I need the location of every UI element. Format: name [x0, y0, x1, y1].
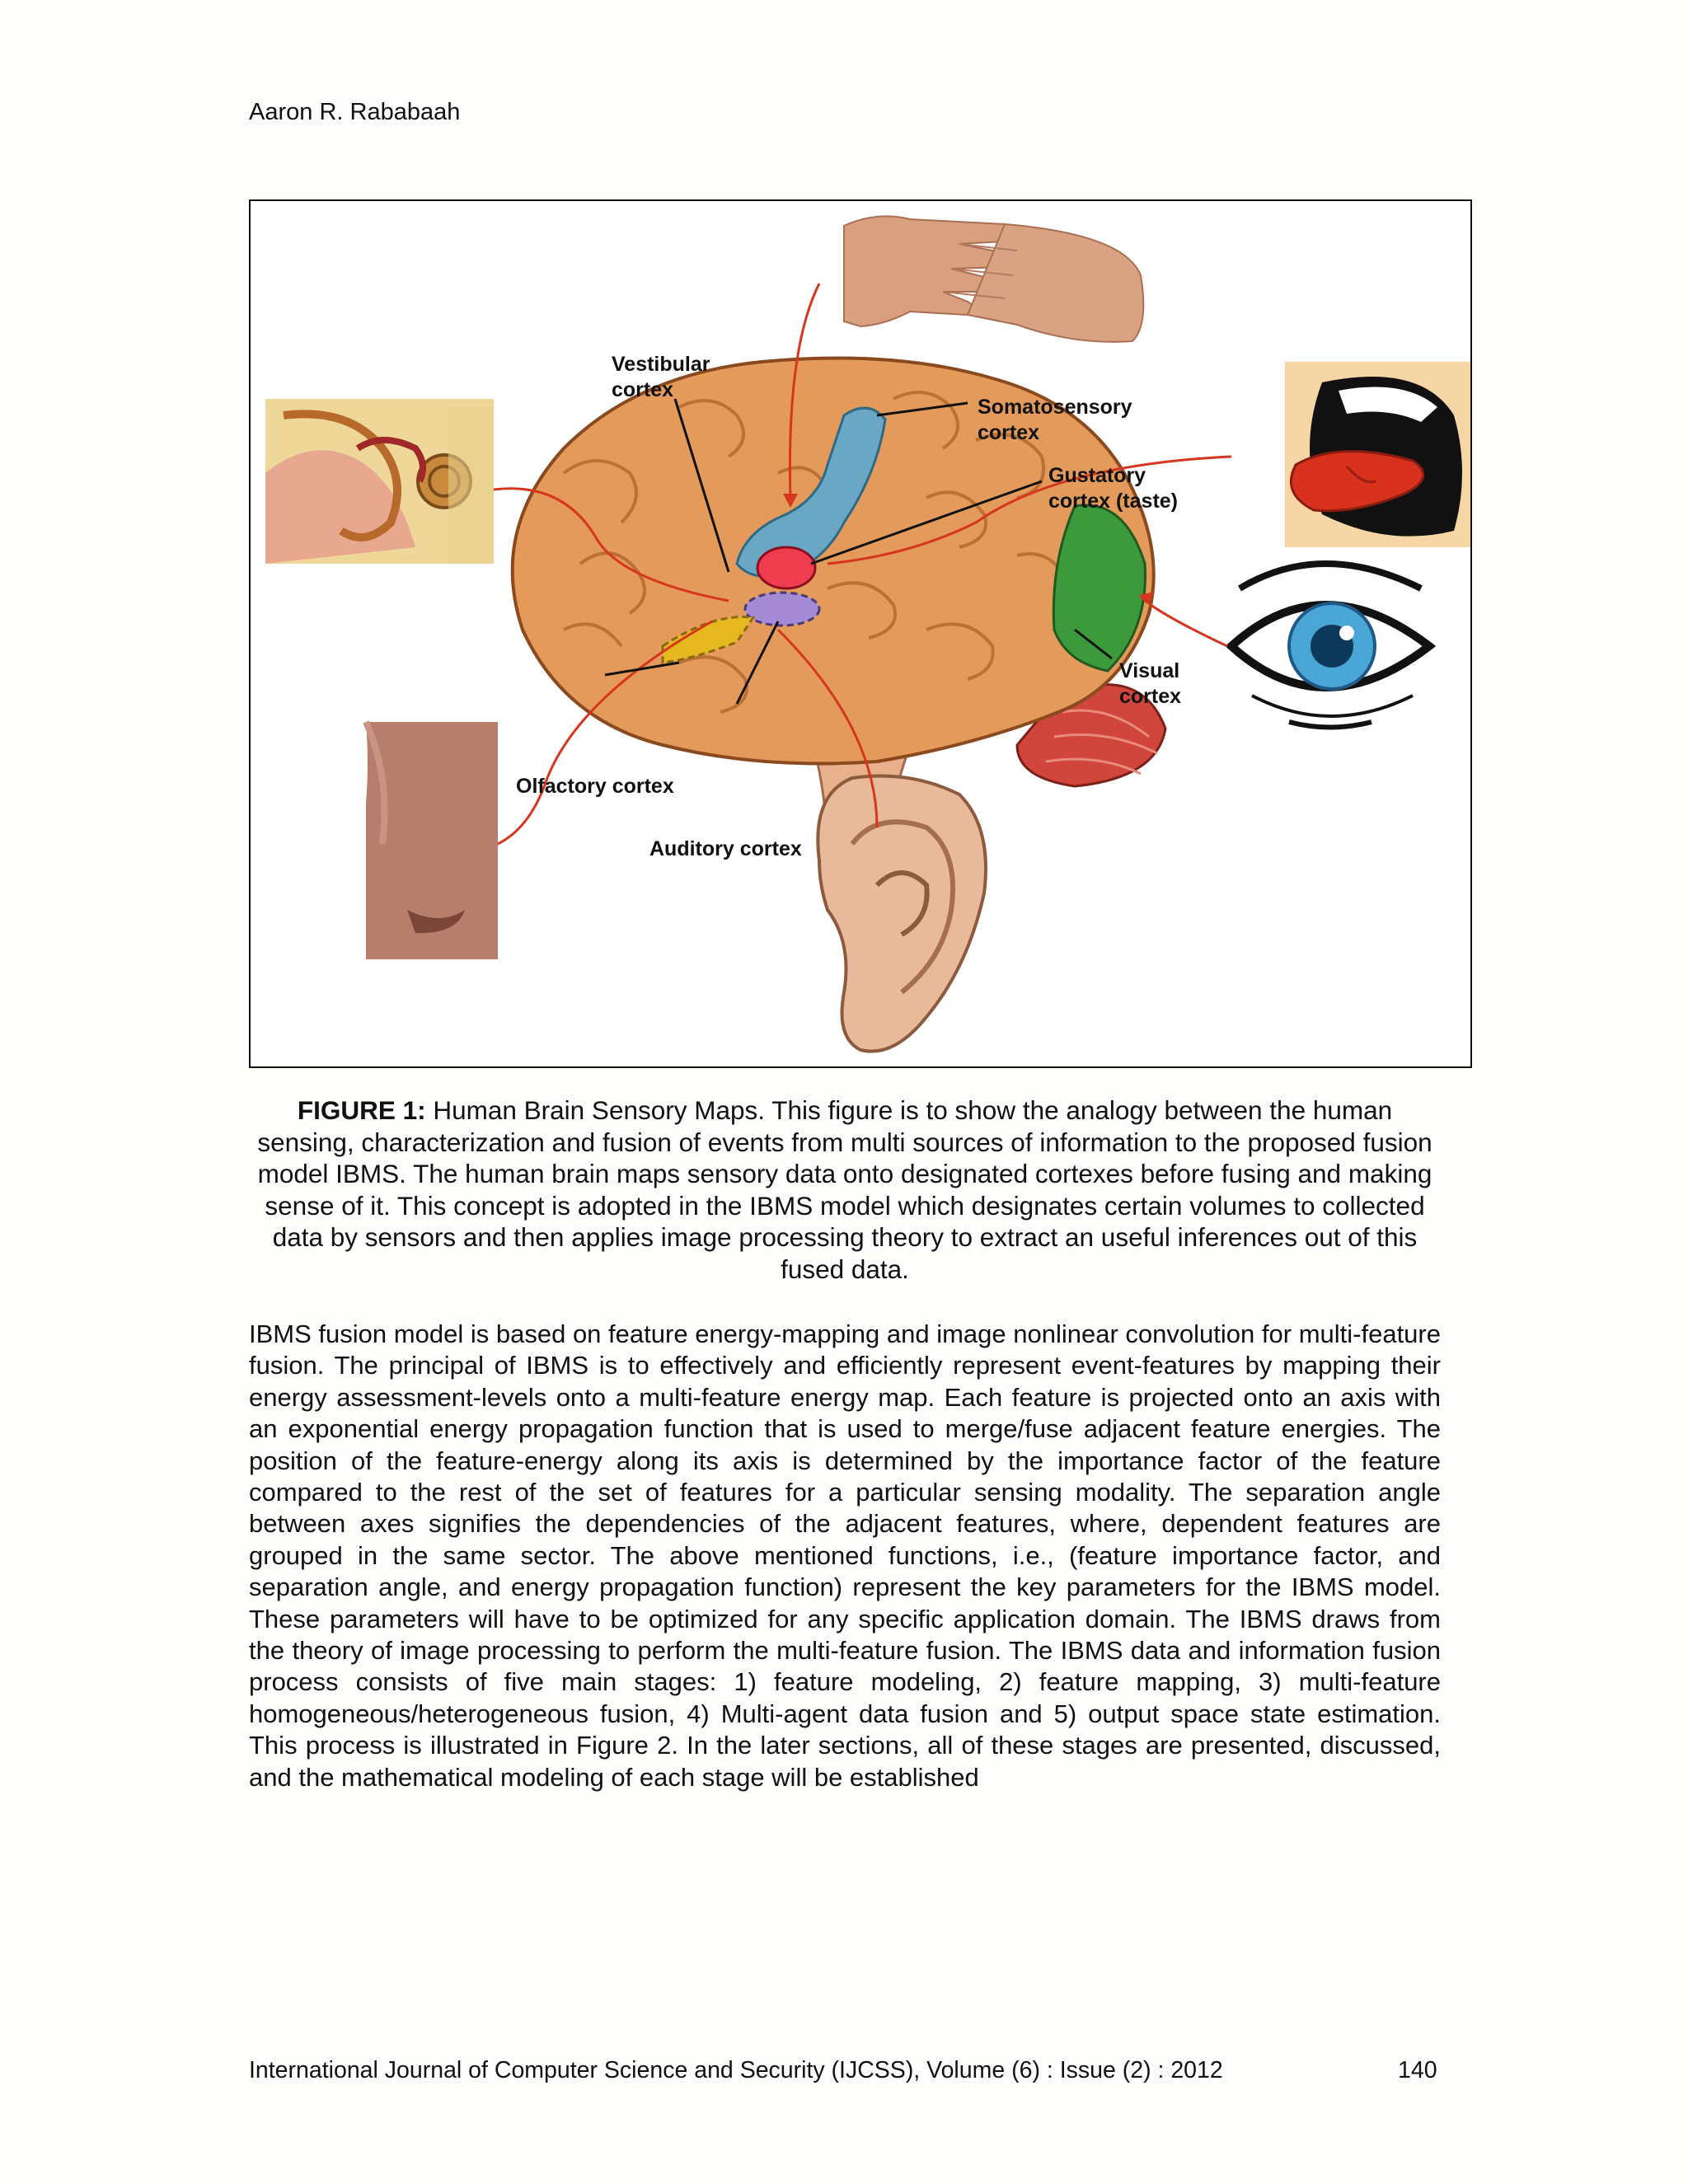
label-auditory-cortex: Auditory cortex — [649, 837, 802, 860]
eye-image — [1225, 560, 1437, 730]
label-gustatory-line1: Gustatory — [1048, 464, 1146, 487]
label-vestibular-line2: cortex — [612, 378, 674, 401]
label-leader-lines — [604, 398, 1113, 705]
label-vestibular-line1: Vestibular — [612, 353, 710, 376]
inner-ear-image — [265, 399, 494, 564]
label-gustatory-cortex: Gustatory cortex (taste) — [1048, 463, 1178, 514]
figure-1-caption: FIGURE 1: Human Brain Sensory Maps. This… — [249, 1094, 1441, 1285]
caption-text: Human Brain Sensory Maps. This figure is… — [257, 1095, 1432, 1284]
outer-ear-image — [816, 774, 987, 1053]
label-somatosensory-line2: cortex — [978, 421, 1040, 444]
label-visual-cortex: Visual cortex — [1119, 658, 1181, 710]
mouth-tongue-image — [1285, 362, 1470, 547]
label-vestibular-cortex: Vestibular cortex — [612, 352, 710, 403]
label-somatosensory-cortex: Somatosensory cortex — [978, 395, 1132, 446]
auditory-cortex-region — [743, 591, 821, 627]
body-paragraph: IBMS fusion model is based on feature en… — [249, 1319, 1441, 1792]
footer-page-number: 140 — [1398, 2057, 1437, 2083]
gustatory-cortex-region — [756, 546, 817, 590]
label-somatosensory-line1: Somatosensory — [978, 396, 1132, 419]
label-visual-line1: Visual — [1119, 659, 1180, 682]
footer-journal-citation: International Journal of Computer Scienc… — [249, 2057, 1223, 2083]
hand-image — [843, 215, 1145, 343]
figure-1-frame: Vestibular cortex Somatosensory cortex G… — [249, 199, 1472, 1068]
brain-sensory-illustration — [265, 215, 1470, 1053]
caption-label: FIGURE 1: — [297, 1095, 426, 1125]
label-visual-line2: cortex — [1119, 685, 1182, 708]
label-olfactory-cortex: Olfactory cortex — [516, 775, 674, 798]
nose-image — [340, 720, 498, 959]
olfactory-cortex-region — [661, 615, 756, 664]
running-header-author: Aaron R. Rababaah — [249, 99, 461, 125]
label-gustatory-line2: cortex (taste) — [1048, 490, 1178, 513]
brain-gyri — [562, 391, 1068, 714]
arrowheads — [783, 494, 1154, 605]
